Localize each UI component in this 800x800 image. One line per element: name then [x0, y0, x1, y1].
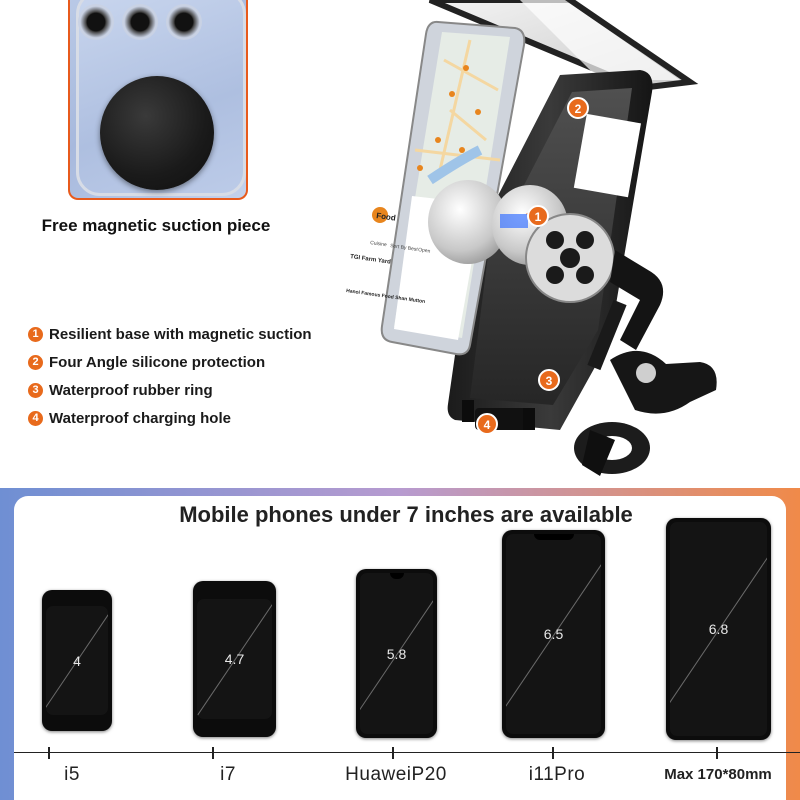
callout-3: 3 — [538, 369, 560, 391]
handlebar-clamp — [574, 250, 717, 476]
camera-lens-icon — [166, 4, 202, 40]
feature-text: Waterproof rubber ring — [49, 381, 213, 399]
scale-tick — [716, 747, 718, 759]
magnet-inset-image — [68, 0, 248, 200]
metal-plate — [428, 180, 508, 264]
callout-number: 4 — [484, 418, 491, 432]
scale-tick — [48, 747, 50, 759]
magnetic-disc — [100, 76, 214, 190]
phone-size-i5: 4 — [42, 590, 112, 731]
feature-item: 3 Waterproof rubber ring — [28, 376, 312, 404]
map-chip: Cuisine — [370, 240, 388, 248]
phone-model-label: i7 — [220, 764, 236, 785]
feature-text: Waterproof charging hole — [49, 409, 231, 427]
phone-screen — [506, 534, 601, 734]
camera-lens-icon — [122, 4, 158, 40]
phone-model-label: HuaweiP20 — [345, 764, 447, 785]
phone-screen-size: 4.7 — [224, 651, 245, 667]
feature-text: Four Angle silicone protection — [49, 353, 266, 371]
magnet-glow — [500, 214, 528, 228]
phone-model-label: i11Pro — [528, 764, 586, 785]
phone-size-huaweip20: 5.8 — [356, 569, 437, 738]
phone-notch — [389, 573, 404, 579]
compatibility-headline: Mobile phones under 7 inches are availab… — [179, 502, 633, 527]
callout-number: 2 — [575, 102, 582, 116]
phone-screen-size: 6.8 — [708, 621, 729, 637]
feature-item: 1 Resilient base with magnetic suction — [28, 320, 312, 348]
phone-model-label: Max 170*80mm — [664, 766, 772, 783]
callout-1: 1 — [527, 205, 549, 227]
phone-size-max: 6.8 — [666, 518, 771, 740]
camera-lens-icon — [78, 4, 114, 40]
feature-text: Resilient base with magnetic suction — [49, 325, 312, 343]
product-showcase: Free magnetic suction piece 1 Resilient … — [28, 0, 717, 476]
phone-size-i11pro: 6.5 — [502, 530, 605, 738]
feature-list: 1 Resilient base with magnetic suction 2… — [28, 320, 312, 432]
phone-size-i7: 4.7 — [193, 581, 276, 737]
feature-number-badge: 2 — [28, 354, 43, 370]
phone-notch — [533, 534, 574, 540]
phone-screen — [197, 599, 272, 719]
map-chip: Sort By Best — [390, 243, 419, 253]
scale-tick — [552, 747, 554, 759]
clear-lid — [428, 0, 699, 92]
phone-screen — [46, 606, 108, 715]
size-scale-line — [14, 752, 800, 753]
phone-holder-illustration: 1 2 3 4 Food Cuisine Sort By Best Open T… — [346, 0, 717, 476]
scale-tick — [392, 747, 394, 759]
callout-4: 4 — [476, 413, 498, 435]
map-chip: Open — [418, 247, 431, 255]
callout-number: 1 — [535, 210, 542, 224]
phone-model-label: i5 — [64, 764, 80, 785]
mount-head — [525, 213, 615, 303]
callout-number: 3 — [546, 374, 553, 388]
map-card-title: Food — [376, 211, 397, 223]
phone-screen — [670, 522, 767, 736]
inset-caption: Free magnetic suction piece — [41, 216, 271, 235]
feature-number-badge: 4 — [28, 410, 43, 426]
callout-2: 2 — [567, 97, 589, 119]
feature-item: 2 Four Angle silicone protection — [28, 348, 312, 376]
feature-item: 4 Waterproof charging hole — [28, 404, 312, 432]
phone-screen-size: 5.8 — [386, 645, 407, 662]
phone-screen-size: 6.5 — [543, 626, 564, 642]
feature-number-badge: 3 — [28, 382, 43, 398]
phone-screen-size: 4 — [73, 652, 81, 669]
feature-number-badge: 1 — [28, 326, 43, 342]
phone-screen — [360, 573, 433, 734]
scale-tick — [212, 747, 214, 759]
map-list-item: TGI Farm Yard — [350, 254, 392, 266]
